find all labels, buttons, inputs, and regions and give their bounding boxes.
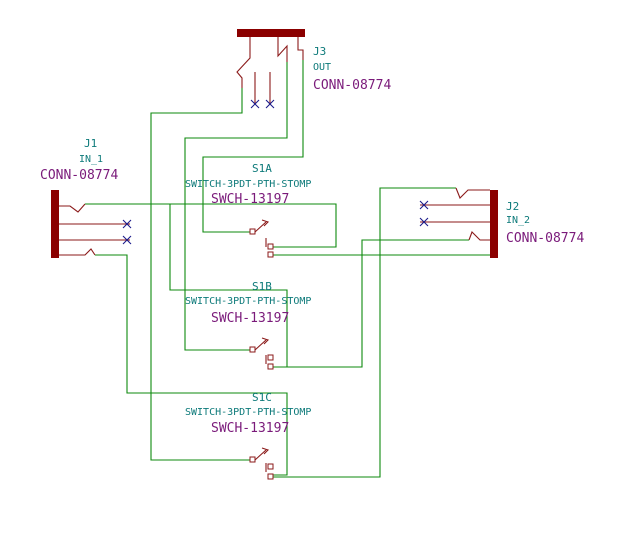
s1c-throw-pad-2 <box>267 473 274 480</box>
s1a-blade <box>254 221 267 233</box>
s1b-arrow <box>261 337 270 345</box>
j1-name: IN_1 <box>79 154 103 165</box>
j2-no-connect-2 <box>419 217 429 227</box>
j1-no-connect-2 <box>122 235 132 245</box>
j2-body <box>490 190 498 258</box>
s1c-common-pad <box>249 456 256 463</box>
j2-ref: J2 <box>506 200 519 213</box>
s1c-arrow <box>261 447 270 455</box>
s1b-throw-pad-2 <box>267 363 274 370</box>
s1c-name: SWITCH-3PDT-PTH-STOMP <box>185 407 311 418</box>
switch-s1a[interactable]: S1A SWITCH-3PDT-PTH-STOMP SWCH-13197 <box>185 162 311 258</box>
j2-no-connect-1 <box>419 200 429 210</box>
s1a-ref: S1A <box>252 162 272 175</box>
s1a-common-pad <box>249 228 256 235</box>
s1a-throw-pad-1 <box>267 243 274 250</box>
j3-no-connect-1 <box>250 99 260 109</box>
wire-j1-tip-to-s1a <box>85 203 337 248</box>
s1c-value: SWCH-13197 <box>211 421 289 436</box>
s1b-throw-pad-1 <box>267 354 274 361</box>
s1b-ref: S1B <box>252 280 272 293</box>
j1-no-connect-1 <box>122 219 132 229</box>
j3-body <box>237 29 305 37</box>
j3-name: OUT <box>313 62 331 73</box>
wire-j2-ring-to-s1b <box>271 239 469 368</box>
s1a-value: SWCH-13197 <box>211 192 289 207</box>
wire-j3-sleeve-to-s1c <box>150 88 253 461</box>
j1-ref: J1 <box>84 137 97 150</box>
j3-ref: J3 <box>313 45 326 58</box>
s1b-name: SWITCH-3PDT-PTH-STOMP <box>185 296 311 307</box>
j3-sleeve-pin <box>236 37 251 88</box>
switch-s1b[interactable]: S1B SWITCH-3PDT-PTH-STOMP SWCH-13197 <box>185 280 311 370</box>
j1-value: CONN-08774 <box>40 168 118 183</box>
j3-value: CONN-08774 <box>313 78 391 93</box>
s1b-common-pad <box>249 346 256 353</box>
wire-j2-sleeve-to-s1c <box>271 187 456 478</box>
j3-no-connect-2 <box>265 99 275 109</box>
j1-body <box>51 190 59 258</box>
wires <box>85 60 490 478</box>
j2-value: CONN-08774 <box>506 231 584 246</box>
j2-sleeve-pin <box>455 187 490 199</box>
j2-name: IN_2 <box>506 215 530 226</box>
wire-j3-ring-to-s1b <box>184 62 288 351</box>
wire-j1-sleeve-to-s1b <box>95 254 288 476</box>
j3-tip-pin <box>297 37 304 60</box>
s1b-blade <box>254 339 267 351</box>
j3-ring-pin <box>277 37 288 62</box>
connector-j2[interactable]: J2 IN_2 CONN-08774 <box>419 187 584 258</box>
j1-sleeve-pin <box>59 248 96 256</box>
s1c-throw-pad-1 <box>267 463 274 470</box>
j2-ring-pin <box>468 231 490 241</box>
s1b-value: SWCH-13197 <box>211 311 289 326</box>
connector-j1[interactable]: J1 IN_1 CONN-08774 <box>40 137 132 258</box>
s1a-throw-pad-2 <box>267 251 274 258</box>
wire-j3-tip-to-s1a <box>202 60 304 233</box>
connector-j3[interactable]: J3 OUT CONN-08774 <box>236 29 391 109</box>
j1-tip-pin <box>59 203 86 213</box>
s1c-ref: S1C <box>252 391 272 404</box>
s1a-arrow <box>261 219 270 227</box>
s1c-blade <box>254 449 267 461</box>
switch-s1c[interactable]: S1C SWITCH-3PDT-PTH-STOMP SWCH-13197 <box>185 391 311 480</box>
s1a-name: SWITCH-3PDT-PTH-STOMP <box>185 179 311 190</box>
